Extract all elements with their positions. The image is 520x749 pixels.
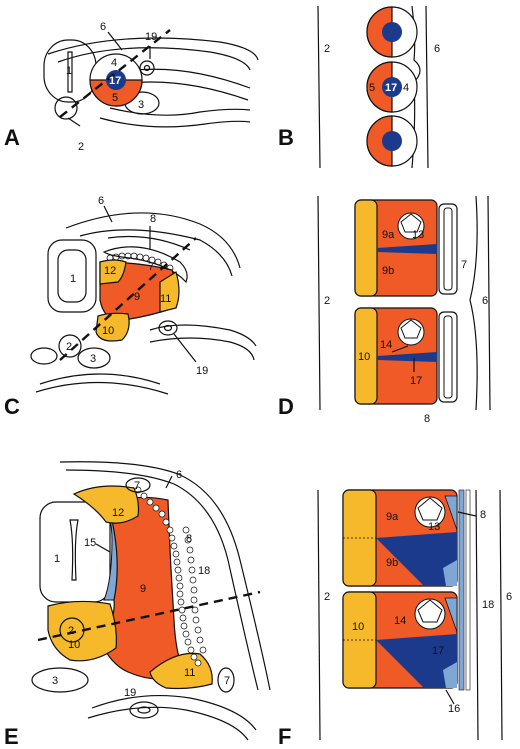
- panel-label-d: D: [278, 394, 294, 419]
- label-a-4: 4: [111, 57, 117, 69]
- panel-b-somite-3: [366, 115, 418, 167]
- label-e-9: 9: [140, 583, 146, 595]
- label-e-7-bottom: 7: [224, 675, 230, 687]
- panel-label-a: A: [4, 125, 20, 150]
- label-d-9b: 9b: [382, 265, 394, 277]
- label-f-9a: 9a: [386, 511, 399, 523]
- panel-d-segment-1: [354, 199, 458, 297]
- label-e-18: 18: [198, 565, 210, 577]
- label-e-15: 15: [84, 537, 96, 549]
- panel-label-c: C: [4, 394, 20, 419]
- label-a-19: 19: [145, 31, 157, 43]
- label-e-7-top: 7: [134, 480, 140, 492]
- panel-f-segment-1: [342, 489, 458, 587]
- label-d-9a: 9a: [382, 229, 395, 241]
- label-f-9b: 9b: [386, 557, 398, 569]
- panel-a-somite-orange: [89, 79, 143, 107]
- label-d-14: 14: [380, 339, 392, 351]
- label-a-17: 17: [109, 75, 121, 87]
- label-d-8: 8: [424, 413, 430, 425]
- panel-a-notochord-core: [106, 70, 126, 90]
- panel-c-group: 6 8 1 7 12 9 11 10 2 3 19 C: [4, 195, 257, 419]
- panel-b-somite-2: [366, 61, 418, 113]
- label-f-2: 2: [324, 591, 330, 603]
- label-f-16: 16: [448, 703, 460, 715]
- panel-e-region-12: [72, 485, 140, 524]
- label-d-6: 6: [482, 295, 488, 307]
- label-a-3: 3: [138, 99, 144, 111]
- panel-b-group: 2 6 5 17 4 B: [278, 5, 440, 169]
- label-c-2: 2: [66, 341, 72, 353]
- panel-d-segment-2: [354, 307, 458, 405]
- label-e-12: 12: [112, 507, 124, 519]
- label-d-17: 17: [410, 375, 422, 387]
- panel-c-region-11: [159, 271, 180, 313]
- label-e-11: 11: [184, 667, 195, 679]
- label-a-6: 6: [100, 21, 106, 33]
- label-c-6: 6: [98, 195, 104, 207]
- label-c-19: 19: [196, 365, 208, 377]
- label-e-1: 1: [54, 553, 60, 565]
- label-f-18: 18: [482, 599, 494, 611]
- panel-f-segment-2: [342, 591, 458, 689]
- label-e-2: 2: [68, 625, 74, 637]
- label-d-13: 13: [412, 229, 424, 241]
- label-f-6: 6: [506, 591, 512, 603]
- label-e-10: 10: [68, 639, 80, 651]
- panel-label-b: B: [278, 125, 294, 150]
- label-c-10: 10: [102, 325, 114, 337]
- label-f-14: 14: [394, 615, 406, 627]
- label-c-9: 9: [134, 291, 140, 303]
- panel-label-e: E: [4, 724, 19, 749]
- label-c-1: 1: [70, 273, 76, 285]
- panel-e-cell-column: [134, 486, 207, 667]
- label-b-6: 6: [434, 43, 440, 55]
- label-e-19: 19: [124, 687, 136, 699]
- label-f-13: 13: [428, 521, 440, 533]
- panel-a-group: 6 19 1 4 17 5 3 2 A: [4, 21, 259, 153]
- label-b-5: 5: [369, 82, 375, 94]
- label-b-2: 2: [324, 43, 330, 55]
- label-e-6: 6: [176, 469, 182, 481]
- label-e-3: 3: [52, 675, 58, 687]
- label-c-8: 8: [150, 213, 156, 225]
- label-c-3: 3: [90, 353, 96, 365]
- label-a-5: 5: [112, 92, 118, 104]
- label-f-8: 8: [480, 509, 486, 521]
- label-c-11: 11: [160, 293, 171, 305]
- label-a-1: 1: [66, 65, 72, 77]
- label-e-8: 8: [186, 533, 192, 545]
- label-f-17: 17: [432, 645, 444, 657]
- label-a-2: 2: [78, 141, 84, 153]
- panel-b-somite-1: [366, 6, 418, 58]
- label-b-17: 17: [385, 82, 397, 94]
- label-f-10: 10: [352, 621, 364, 633]
- label-c-12: 12: [104, 265, 116, 277]
- label-b-4: 4: [403, 82, 409, 94]
- label-d-2: 2: [324, 295, 330, 307]
- panel-label-f: F: [278, 724, 291, 749]
- panel-c-region-10: [95, 312, 130, 342]
- panel-e-group: 6 7 8 12 15 1 18 9 2 10 11 7 3 19 E: [4, 461, 271, 749]
- label-d-10: 10: [358, 351, 370, 363]
- label-d-7: 7: [461, 259, 467, 271]
- panel-c-region-12: [99, 259, 127, 285]
- panel-f-group: 2 8 18 6 9a 13 9b 10 14 17 16 F: [278, 489, 512, 749]
- label-c-7: 7: [148, 261, 154, 273]
- panel-d-group: 2 6 7 9a 13 9b 10 14 17 8 D: [278, 195, 491, 425]
